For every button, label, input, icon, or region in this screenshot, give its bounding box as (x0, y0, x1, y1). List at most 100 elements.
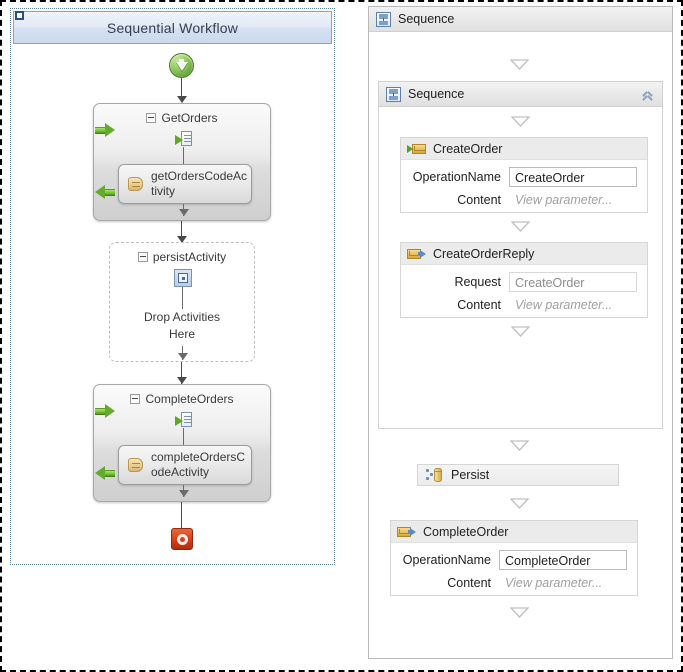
workflow-canvas[interactable]: GetOrders getOrdersCodeAc tivity (13, 45, 332, 562)
activity-header-getorders[interactable]: GetOrders (94, 111, 270, 125)
activity-header[interactable]: CreateOrder (401, 138, 647, 160)
activity-title: GetOrders (161, 111, 218, 125)
field-label: OperationName (412, 170, 501, 184)
persist-glyph (178, 273, 188, 283)
activity-title: CompleteOrder (423, 524, 509, 539)
activity-label-line1: completeOrdersC (151, 450, 246, 464)
request-input[interactable]: CreateOrder (509, 272, 637, 292)
receive-envelope-icon (407, 142, 426, 155)
connector-arrow (178, 353, 188, 360)
activity-completeorders[interactable]: CompleteOrders completeOrdersC odeActivi… (93, 384, 271, 502)
activity-label-line2: odeActivity (151, 465, 210, 479)
chevron-up-double-icon[interactable] (641, 89, 654, 101)
drop-target-triangle[interactable] (510, 498, 529, 509)
green-arrow-left-icon (95, 185, 115, 200)
activity-header[interactable]: CompleteOrder (391, 521, 637, 543)
connector-line (183, 428, 184, 446)
drop-target-triangle[interactable] (511, 326, 530, 337)
connector-line (181, 221, 182, 243)
operationname-input[interactable]: CreateOrder (509, 167, 637, 187)
inner-sequence-container[interactable]: Sequence CreateOrder OperationName Creat… (378, 81, 663, 429)
root-sequence-title: Sequence (398, 12, 455, 26)
activity-header[interactable]: CreateOrderReply (401, 243, 647, 265)
inner-sequence-header[interactable]: Sequence (379, 82, 662, 107)
connector-arrow (179, 209, 189, 216)
connector-arrow (179, 490, 189, 497)
green-arrow-right-icon (95, 123, 115, 138)
collapse-expander-icon[interactable] (146, 113, 157, 123)
scroll-shape (128, 177, 143, 191)
persist-icon (426, 467, 443, 483)
selection-handle[interactable] (15, 11, 24, 20)
drop-target-triangle[interactable] (510, 440, 529, 451)
field-row-operationname: OperationName CompleteOrder (395, 550, 627, 570)
activity-header-completeorders[interactable]: CompleteOrders (94, 392, 270, 406)
activity-create-order[interactable]: CreateOrder OperationName CreateOrder Co… (400, 137, 648, 213)
activity-title: Persist (451, 468, 490, 482)
drop-target-hint[interactable]: Drop Activities Here (110, 309, 254, 343)
drop-target-triangle[interactable] (511, 116, 530, 127)
field-row-operationname: OperationName CreateOrder (405, 167, 637, 187)
sequential-workflow-designer-panel[interactable]: Sequential Workflow GetOrders (10, 8, 335, 565)
content-view-parameter-link[interactable]: View parameter... (505, 576, 603, 590)
sequence-icon (376, 11, 391, 27)
activity-body: OperationName CreateOrder Content View p… (401, 160, 647, 221)
field-row-content: Content View parameter... (405, 193, 637, 207)
code-activity-icon (127, 457, 145, 474)
activity-getorderscodeactivity[interactable]: getOrdersCodeAc tivity (118, 164, 252, 204)
content-view-parameter-link[interactable]: View parameter... (515, 298, 613, 312)
field-row-content: Content View parameter... (405, 298, 637, 312)
content-view-parameter-link[interactable]: View parameter... (515, 193, 613, 207)
connector-line (181, 362, 182, 384)
arrow-head (175, 135, 183, 145)
field-label: Content (457, 298, 501, 312)
receive-message-icon (175, 412, 192, 428)
stop-ring (176, 533, 188, 545)
start-node-icon[interactable] (169, 53, 194, 78)
field-row-request: Request CreateOrder (405, 272, 637, 292)
activity-persistactivity[interactable]: persistActivity Drop Activities Here (109, 242, 255, 362)
arrow-head (175, 416, 183, 426)
field-label: OperationName (402, 553, 491, 567)
field-label: Content (457, 193, 501, 207)
activity-completeorderscodeactivity[interactable]: completeOrdersC odeActivity (118, 445, 252, 485)
activity-create-order-reply[interactable]: CreateOrderReply Request CreateOrder Con… (400, 242, 648, 318)
drop-target-triangle[interactable] (510, 59, 529, 70)
send-envelope-icon (397, 525, 416, 538)
connector-line (183, 147, 184, 165)
green-arrow-left-icon (95, 466, 115, 481)
activity-title: CreateOrder (433, 141, 503, 156)
operationname-input[interactable]: CompleteOrder (499, 550, 627, 570)
collapse-expander-icon[interactable] (130, 394, 141, 404)
start-arrow-head (175, 62, 188, 71)
activity-persist[interactable]: Persist (417, 464, 619, 486)
field-label: Content (447, 576, 491, 590)
workflow-title-bar[interactable]: Sequential Workflow (13, 11, 332, 44)
drop-target-triangle[interactable] (510, 607, 529, 618)
connector-line (181, 78, 182, 102)
root-sequence-header[interactable]: Sequence (369, 7, 672, 32)
green-arrow-right-icon (95, 404, 115, 419)
page-title: Sequential Workflow (106, 19, 239, 36)
activity-title: persistActivity (152, 250, 227, 264)
activity-label-line1: getOrdersCodeAc (151, 169, 248, 183)
drop-target-triangle[interactable] (511, 221, 530, 232)
persist-activity-icon (174, 269, 192, 287)
connector-arrow (177, 96, 187, 103)
activity-title: CompleteOrders (145, 392, 234, 406)
connector-line (181, 502, 182, 528)
drop-hint-line2: Here (168, 327, 195, 341)
connector-line (182, 287, 183, 309)
sequence-icon (386, 86, 401, 102)
connector-arrow (177, 377, 187, 384)
scroll-shape (128, 458, 143, 472)
drop-hint-line1: Drop Activities (143, 310, 221, 324)
activity-getorders[interactable]: GetOrders getOrdersCodeAc tivity (93, 103, 271, 221)
activity-header-persistactivity[interactable]: persistActivity (110, 250, 254, 264)
wf4-workflow-designer-panel[interactable]: Sequence Sequence CreateOrder (368, 6, 673, 659)
activity-complete-order[interactable]: CompleteOrder OperationName CompleteOrde… (390, 520, 638, 596)
activity-body: Request CreateOrder Content View paramet… (401, 265, 647, 326)
collapse-expander-icon[interactable] (137, 252, 148, 262)
connector-arrow (177, 236, 187, 243)
stop-node-icon[interactable] (171, 528, 193, 550)
